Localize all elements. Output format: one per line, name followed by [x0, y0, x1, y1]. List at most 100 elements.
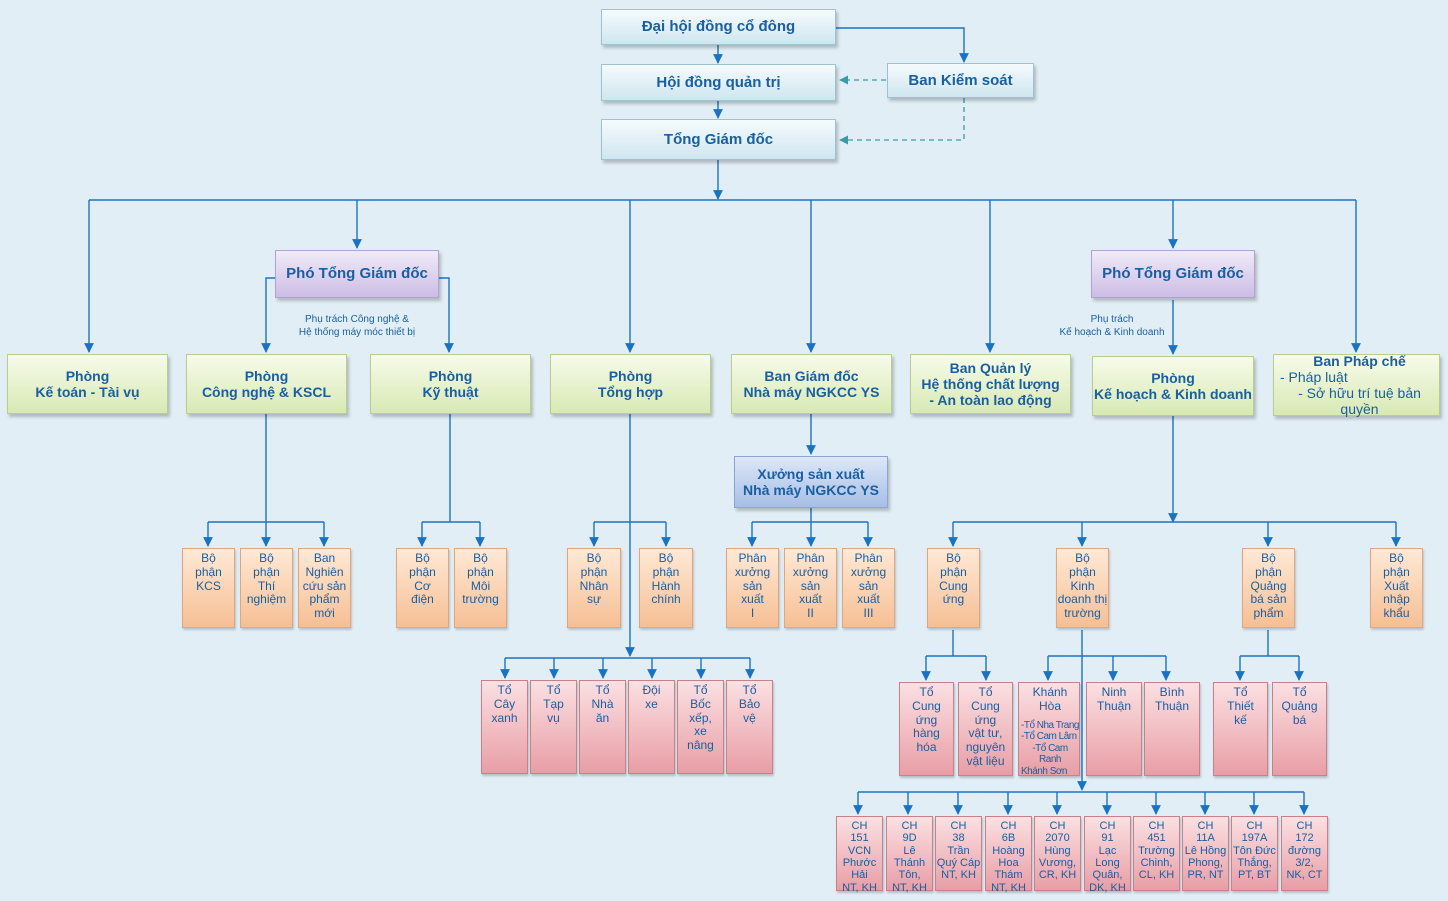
workshop-unit-box-line: Phân: [854, 551, 883, 565]
promo-team-box-line: kế: [1234, 712, 1247, 727]
region-khanh-hoa-team: Khánh Sơn: [1021, 765, 1067, 777]
supervisory-box: Ban Kiểm soát: [887, 63, 1034, 98]
business-unit-box-line: Cung: [939, 578, 968, 593]
vp-left-box: Phó Tổng Giám đốc: [275, 250, 439, 298]
business-unit-box-line: Bộ: [1389, 551, 1404, 565]
store-box-line: Tôn,: [898, 869, 921, 882]
store-box-line: Lạc Long: [1095, 844, 1120, 869]
vp-left-note-line: Phụ trách Công nghệ &: [305, 314, 409, 325]
legal-bullet: - Sở hữu trí tuệ bản quyền: [1298, 385, 1421, 418]
store-box-line: 451: [1147, 832, 1166, 845]
unit-box-line: Ban: [313, 551, 336, 565]
store-box-line: Lê Thánh: [893, 844, 926, 869]
unit-box-line: phận: [195, 564, 222, 579]
shareholders-box: Đại hội đồng cổ đông: [601, 9, 836, 45]
team-box-line: nâng: [687, 738, 714, 753]
unit-box-line: Bộ: [473, 551, 488, 565]
team-box-line: vệ: [743, 710, 756, 725]
factory-board-l2: Nhà máy NGKCC YS: [743, 384, 880, 400]
team-box-line: Tạp: [543, 696, 564, 711]
store-box-line: Trần: [947, 844, 970, 857]
quality-board-l2: Hệ thống chất lượng: [921, 375, 1060, 392]
factory-board-l1: Ban Giám đốc: [764, 367, 859, 384]
unit-box-line: phận: [253, 564, 280, 579]
team-box-line: Cây: [493, 696, 516, 711]
dept-general-l2: Tổng hợp: [597, 384, 664, 400]
supply-team-box-line: Tổ: [919, 685, 934, 699]
store-box-line: Tôn Đức: [1233, 844, 1276, 857]
unit-box-line: mới: [314, 606, 335, 621]
store-box-line: 11A: [1196, 832, 1215, 845]
vp-right-box: Phó Tổng Giám đốc: [1091, 250, 1255, 298]
store-box-line: PR, NT: [1187, 869, 1224, 882]
team-box-line: ăn: [595, 710, 610, 725]
dept-tech-qc-l1: Phòng: [244, 367, 289, 384]
store-box-line: Hoa Thám: [994, 856, 1023, 882]
business-unit-box-line: phận: [940, 564, 967, 579]
unit-box-line: trường: [462, 592, 499, 607]
unit-box-line: Hành: [651, 578, 681, 593]
ceo-box: Tổng Giám đốc: [601, 119, 836, 160]
workshop-unit-box-line: Phân: [796, 551, 825, 565]
store-box-line: CH: [1000, 820, 1017, 832]
workshop-unit-box-line: Phân: [738, 551, 767, 565]
workshop-l1: Xưởng sản xuất: [757, 465, 865, 482]
unit-box-line: Nhân: [579, 578, 609, 593]
region-box-line: Thuận: [1154, 698, 1190, 713]
unit-box-line: Bộ: [415, 551, 430, 565]
supply-team-box-line: ứng: [915, 712, 938, 727]
unit-box-line: phận: [580, 564, 608, 579]
team-box-line: Tổ: [693, 683, 708, 697]
unit-box-line: sự: [586, 592, 602, 607]
store-box-line: Phước Hải: [842, 856, 877, 882]
business-unit-box-line: Kinh: [1070, 578, 1095, 593]
store-box-line: Trường: [1138, 844, 1175, 857]
supply-team-box-line: vật liệu: [966, 753, 1005, 768]
unit-box-line: Bộ: [201, 551, 216, 565]
store-box-line: NT, KH: [842, 881, 877, 894]
supply-team-box-line: hóa: [916, 740, 937, 755]
business-unit-box-line: phận: [1383, 564, 1410, 579]
team-box-line: Đội: [642, 683, 661, 697]
dept-tech-qc-l2: Công nghệ & KSCL: [201, 384, 332, 400]
store-box-line: Hùng: [1044, 844, 1071, 857]
business-unit-box-line: nhập: [1383, 592, 1410, 607]
store-box-line: 197A: [1241, 832, 1268, 845]
promo-team-box-line: bá: [1292, 712, 1307, 727]
supply-team-box-line: Cung: [912, 698, 941, 713]
business-unit-box-line: khẩu: [1383, 606, 1410, 621]
team-box-line: vụ: [547, 710, 560, 725]
unit-box-line: phận: [467, 564, 494, 579]
region-box-line: Bình: [1159, 685, 1185, 699]
business-unit-box-line: Bộ: [1075, 551, 1090, 565]
store-box-line: CH: [901, 820, 918, 832]
store-box-line: DK, KH: [1089, 881, 1126, 894]
region-khanh-hoa-team: -Tổ Nha Trang: [1021, 719, 1079, 731]
store-box-line: 3/2,: [1295, 856, 1314, 869]
team-box-line: Nhà: [591, 696, 614, 711]
unit-box-line: Cơ: [414, 578, 431, 593]
store-box-line: Lê Hồng: [1184, 844, 1227, 857]
dept-engineering-l2: Kỹ thuật: [422, 384, 479, 400]
store-box-line: đường: [1288, 844, 1321, 857]
dept-accounting-l1: Phòng: [65, 367, 110, 384]
